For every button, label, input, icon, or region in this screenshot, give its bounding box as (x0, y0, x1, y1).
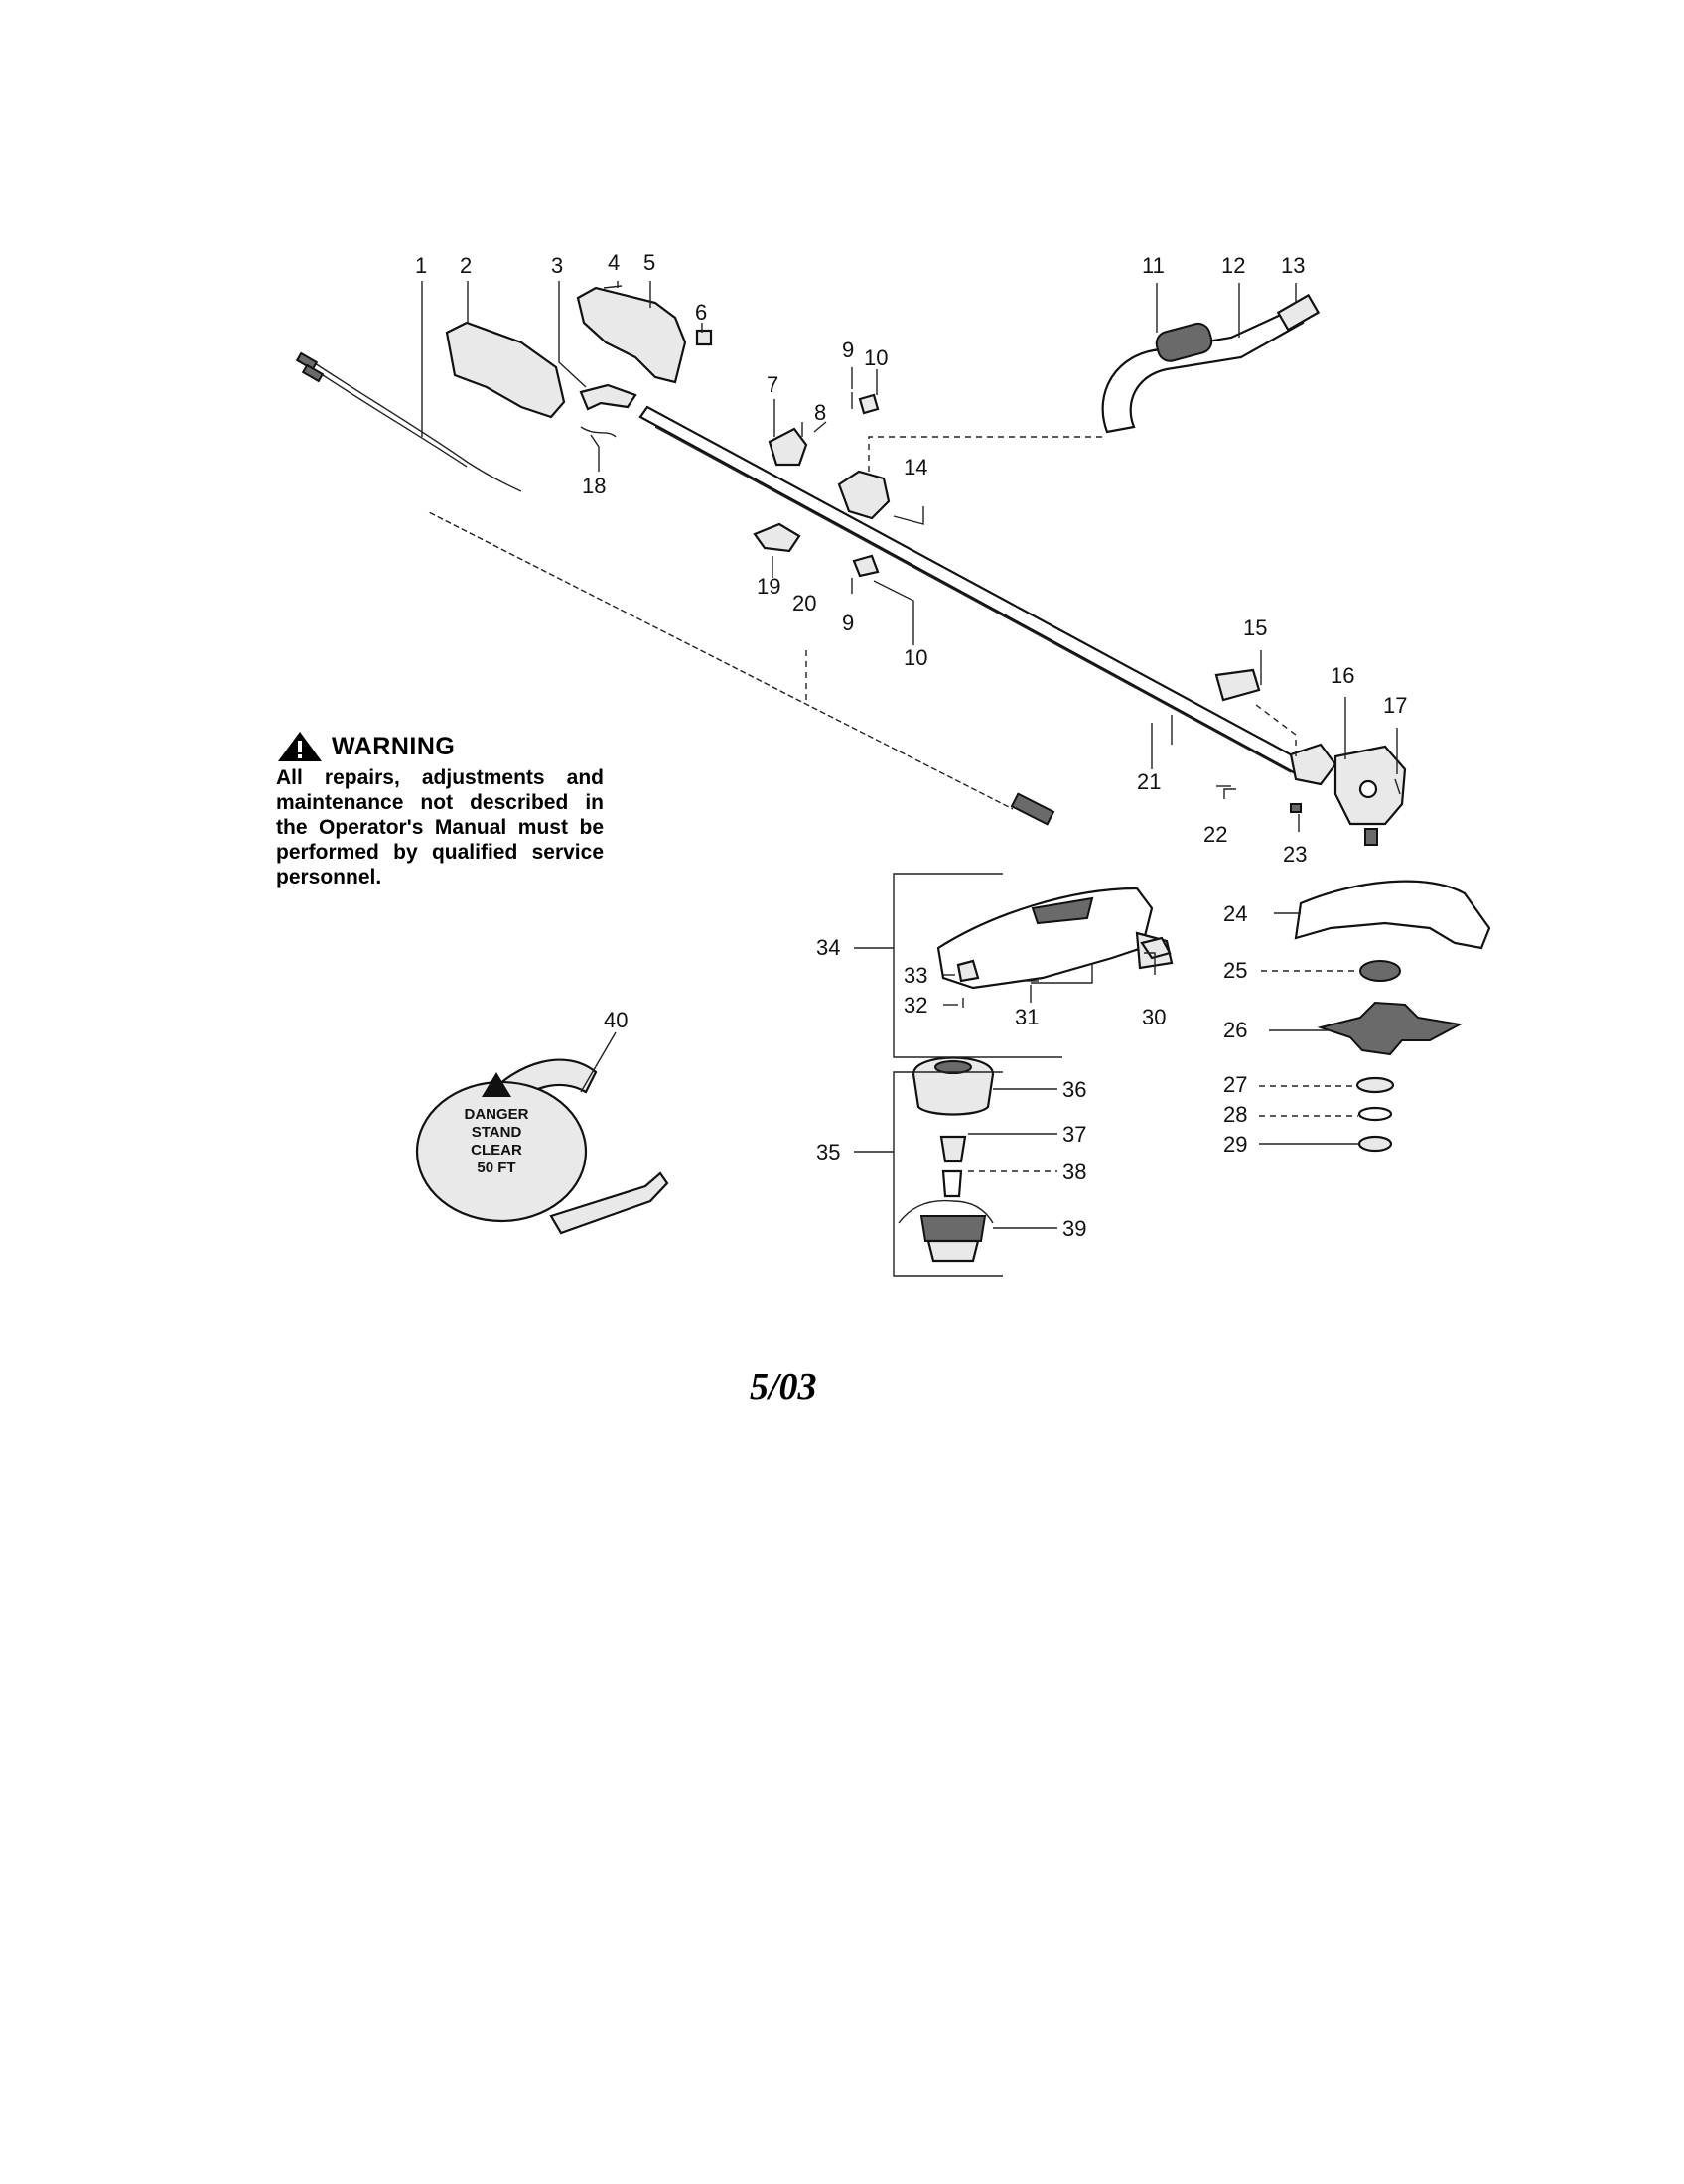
part-trimmer-head (898, 1056, 995, 1263)
label-part-18: 18 (582, 474, 606, 498)
part-adapter-25 (1359, 960, 1401, 982)
label-part-38: 38 (1062, 1160, 1086, 1184)
decal-distance-text: 50 FT (477, 1160, 515, 1176)
label-part-35: 35 (816, 1140, 840, 1164)
label-part-3: 3 (551, 253, 563, 278)
label-part-19: 19 (757, 574, 780, 599)
label-part-8: 8 (814, 400, 826, 425)
label-part-31: 31 (1015, 1005, 1039, 1029)
label-part-10-lower: 10 (904, 645, 927, 670)
part-drive-shaft (426, 509, 1055, 826)
part-bracket-10-lower (852, 554, 880, 578)
label-part-4: 4 (608, 250, 620, 275)
warning-body: All repairs, adjustments and maintenance… (276, 766, 604, 888)
part-clamp-7 (768, 427, 808, 467)
part-handle-cover (445, 321, 566, 419)
label-part-17: 17 (1383, 693, 1407, 718)
label-part-13: 13 (1281, 253, 1305, 278)
label-part-20: 20 (792, 591, 816, 615)
part-clamp-19 (753, 522, 801, 553)
part-blade-33 (956, 959, 980, 983)
label-part-5: 5 (643, 250, 655, 275)
decal-stand-text: STAND (472, 1124, 522, 1141)
part-throttle-cable (295, 351, 522, 492)
label-part-10-upper: 10 (864, 345, 888, 370)
part-washer-28 (1357, 1106, 1393, 1122)
label-part-14: 14 (904, 455, 927, 479)
label-part-1: 1 (415, 253, 427, 278)
label-part-9-lower: 9 (842, 611, 854, 635)
decal-clear-text: CLEAR (471, 1142, 522, 1159)
label-part-30: 30 (1142, 1005, 1166, 1029)
label-part-27: 27 (1223, 1072, 1247, 1097)
part-nut-29 (1357, 1135, 1393, 1153)
warning-heading: WARNING (276, 730, 604, 763)
label-part-9-upper: 9 (842, 338, 854, 362)
label-part-7: 7 (767, 372, 778, 397)
label-part-29: 29 (1223, 1132, 1247, 1157)
part-handle-mount (837, 470, 891, 520)
part-washer-27 (1355, 1076, 1395, 1094)
label-part-23: 23 (1283, 842, 1307, 867)
part-handle-housing (576, 286, 687, 384)
label-part-24: 24 (1223, 901, 1247, 926)
revision-date: 5/03 (750, 1366, 817, 1408)
warning-notice: WARNING All repairs, adjustments and mai… (276, 730, 604, 889)
part-screw-4 (603, 285, 623, 289)
warning-title: WARNING (332, 732, 456, 760)
label-part-25: 25 (1223, 958, 1247, 983)
leader-lines (421, 281, 1398, 1229)
part-spring (580, 426, 617, 438)
warning-triangle-icon (278, 732, 322, 761)
part-shaft-tube (638, 405, 1311, 778)
part-j-handle (1101, 293, 1321, 434)
part-blade-shield (1294, 880, 1491, 950)
guard-group-bracket (893, 873, 1062, 1058)
label-part-37: 37 (1062, 1122, 1086, 1147)
label-part-40: 40 (604, 1008, 628, 1032)
label-part-12: 12 (1221, 253, 1245, 278)
decal-danger-icon (482, 1072, 511, 1097)
label-part-36: 36 (1062, 1077, 1086, 1102)
label-part-26: 26 (1223, 1018, 1247, 1042)
decal-danger-text: DANGER (464, 1106, 528, 1123)
part-number-labels: 1 2 3 4 5 6 7 8 9 10 11 12 13 14 15 16 1… (415, 250, 1407, 1241)
part-harness (415, 1058, 669, 1235)
label-part-6: 6 (695, 300, 707, 325)
part-blade-26 (1317, 1001, 1464, 1056)
label-part-33: 33 (904, 963, 927, 988)
label-part-32: 32 (904, 993, 927, 1018)
part-gear-head (1214, 668, 1407, 846)
part-throttle-trigger (579, 383, 637, 411)
label-part-21: 21 (1137, 769, 1161, 794)
label-part-28: 28 (1223, 1102, 1247, 1127)
label-part-39: 39 (1062, 1216, 1086, 1241)
label-part-16: 16 (1331, 663, 1354, 688)
label-part-15: 15 (1243, 615, 1267, 640)
part-trimmer-guard (936, 887, 1174, 990)
label-part-2: 2 (460, 253, 472, 278)
head-group-bracket (893, 1071, 1003, 1277)
part-bracket-10-upper (858, 393, 880, 415)
label-part-34: 34 (816, 935, 840, 960)
part-nut-23 (1290, 803, 1302, 813)
label-part-11: 11 (1142, 253, 1165, 278)
part-switch (695, 329, 713, 346)
label-part-22: 22 (1203, 822, 1227, 847)
